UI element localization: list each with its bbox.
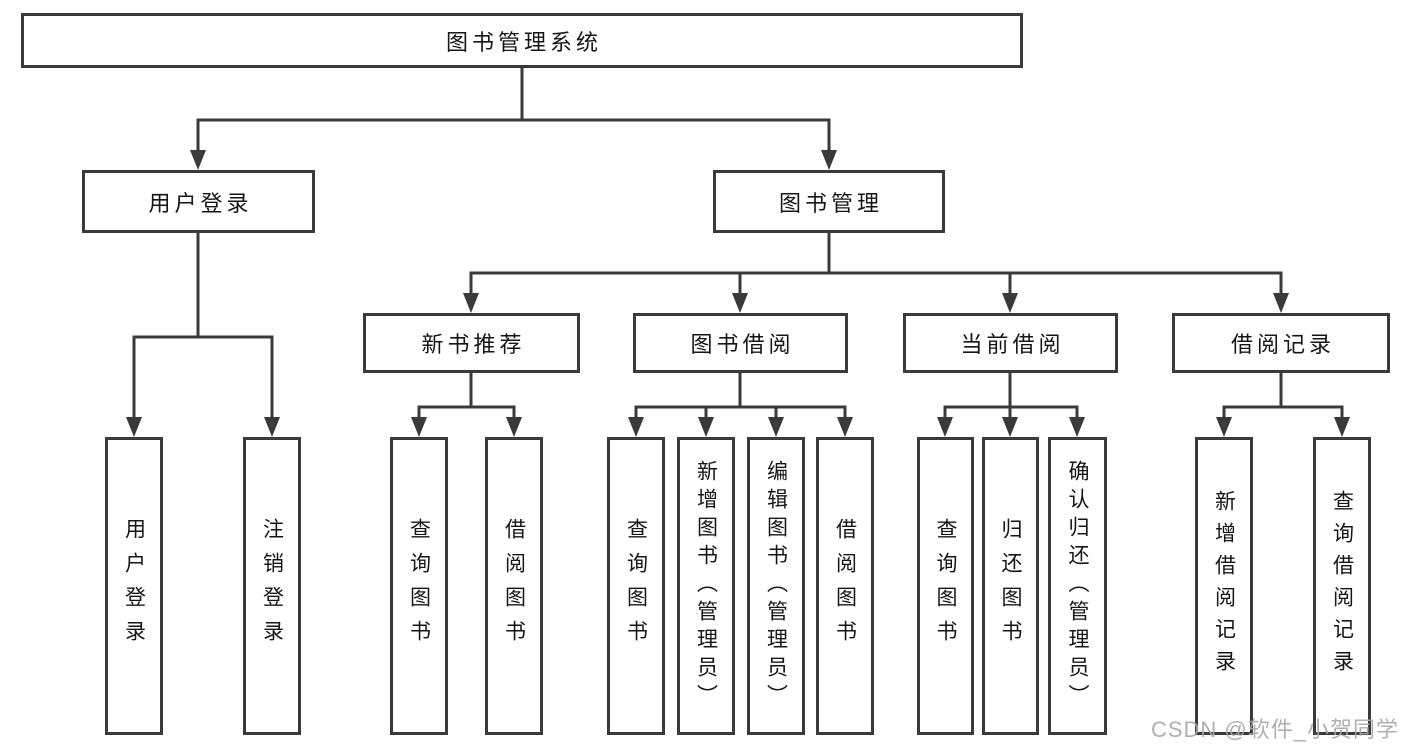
node-book-borrow: 图书借阅 bbox=[633, 313, 848, 373]
node-current-borrow-label: 当前借阅 bbox=[960, 332, 1065, 357]
leaf-current-query-label: 查询图书 bbox=[934, 518, 957, 654]
leaf-newbook-query-label: 查询图书 bbox=[407, 518, 431, 654]
leaf-record-query: 查询借阅记录 bbox=[1313, 437, 1371, 735]
leaf-user-login-label: 用户登录 bbox=[122, 518, 146, 654]
leaf-user-login: 用户登录 bbox=[105, 437, 163, 735]
arrow-down-icon bbox=[126, 150, 1350, 437]
leaf-newbook-borrow: 借阅图书 bbox=[485, 437, 543, 735]
node-user-login: 用户登录 bbox=[82, 170, 315, 233]
csdn-watermark: CSDN @软件_小贺同学 bbox=[1150, 717, 1399, 742]
node-user-login-label: 用户登录 bbox=[148, 190, 253, 216]
leaf-current-confirm: 确认归还（管理员） bbox=[1048, 437, 1107, 735]
node-new-books: 新书推荐 bbox=[363, 313, 580, 373]
leaf-newbook-borrow-label: 借阅图书 bbox=[502, 518, 526, 654]
node-borrow-records-label: 借阅记录 bbox=[1230, 332, 1335, 357]
leaf-current-confirm-label: 确认归还（管理员） bbox=[1066, 460, 1089, 712]
leaf-borrow-borrow: 借阅图书 bbox=[816, 437, 874, 735]
node-book-mgmt: 图书管理 bbox=[713, 170, 945, 233]
node-current-borrow: 当前借阅 bbox=[903, 313, 1118, 373]
node-root: 图书管理系统 bbox=[21, 13, 1023, 68]
leaf-newbook-query: 查询图书 bbox=[390, 437, 448, 735]
node-new-books-label: 新书推荐 bbox=[421, 332, 526, 357]
leaf-borrow-borrow-label: 借阅图书 bbox=[833, 518, 857, 654]
leaf-current-return: 归还图书 bbox=[982, 437, 1039, 735]
leaf-borrow-edit-label: 编辑图书（管理员） bbox=[764, 460, 788, 712]
leaf-current-return-label: 归还图书 bbox=[999, 518, 1022, 654]
node-book-borrow-label: 图书借阅 bbox=[690, 332, 795, 357]
leaf-record-add-label: 新增借阅记录 bbox=[1212, 490, 1236, 682]
node-borrow-records: 借阅记录 bbox=[1172, 313, 1390, 373]
node-book-mgmt-label: 图书管理 bbox=[778, 190, 883, 216]
leaf-current-query: 查询图书 bbox=[917, 437, 974, 735]
node-root-label: 图书管理系统 bbox=[445, 29, 602, 55]
leaf-borrow-query: 查询图书 bbox=[607, 437, 665, 735]
leaf-borrow-add: 新增图书（管理员） bbox=[677, 437, 735, 735]
leaf-record-query-label: 查询借阅记录 bbox=[1330, 490, 1354, 682]
leaf-logout-label: 注销登录 bbox=[260, 518, 284, 654]
leaf-borrow-edit: 编辑图书（管理员） bbox=[747, 437, 805, 735]
leaf-record-add: 新增借阅记录 bbox=[1195, 437, 1253, 735]
leaf-borrow-add-label: 新增图书（管理员） bbox=[694, 460, 718, 712]
leaf-logout: 注销登录 bbox=[243, 437, 301, 735]
leaf-borrow-query-label: 查询图书 bbox=[624, 518, 648, 654]
